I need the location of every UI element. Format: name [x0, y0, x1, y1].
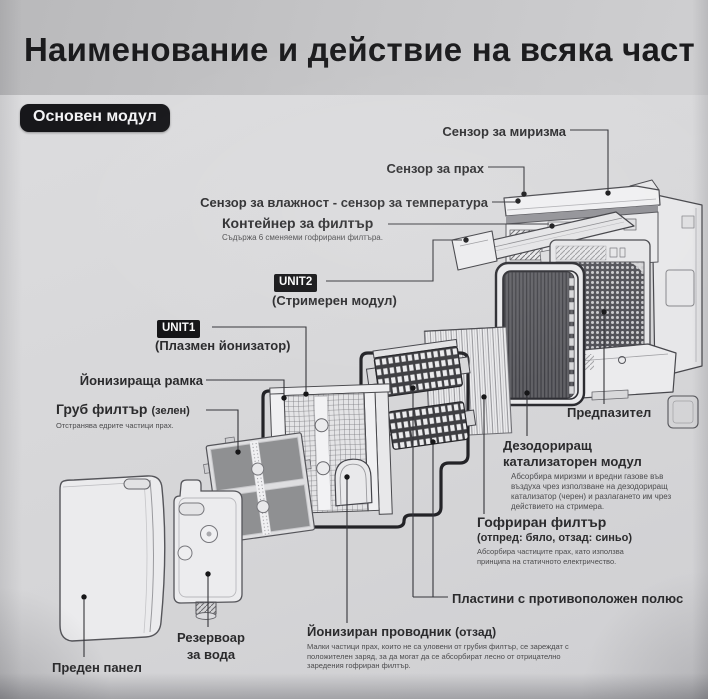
guard-text: Предпазител: [567, 405, 652, 420]
water-tank-drawing: [173, 479, 243, 620]
label-deodorizing-module: Дезодориращ катализаторен модул Абсорбир…: [503, 438, 679, 512]
unit2-caption-text: (Стримерен модул): [272, 293, 397, 308]
front-panel-drawing: [59, 475, 166, 642]
pleated-filter-desc: Абсорбира частиците прах, като използва …: [477, 547, 624, 566]
label-ionizing-frame: Йонизираща рамка: [60, 373, 203, 388]
ionized-conductor-title: Йонизиран проводник: [307, 624, 452, 639]
label-odor-sensor: Сензор за миризма: [380, 124, 566, 139]
guard-and-catalyst-drawing: [494, 261, 586, 407]
label-pleated-filter: Гофриран филтър (отпред: бяло, отзад: си…: [477, 515, 635, 566]
leader-dots: [81, 190, 611, 600]
label-front-panel: Преден панел: [52, 660, 142, 675]
title-band: Наименование и действие на всяка част: [0, 0, 708, 95]
deodorizing-desc: Абсорбира миризми и вредни газове във въ…: [511, 472, 672, 511]
odor-sensor-text: Сензор за миризма: [442, 124, 566, 139]
label-water-tank: Резервоар за вода: [164, 629, 258, 663]
front-panel-text: Преден панел: [52, 660, 142, 675]
humidity-temp-sensor-text: Сензор за влажност - сензор за температу…: [200, 195, 488, 210]
plates-drawing: [365, 338, 477, 450]
ionized-conductor-suffix: (отзад): [455, 625, 497, 639]
label-dust-sensor: Сензор за прах: [330, 161, 485, 176]
leader-lines: [83, 129, 609, 657]
dust-sensor-text: Сензор за прах: [386, 161, 485, 176]
page-title: Наименование и действие на всяка част: [24, 31, 695, 68]
label-unit1: UNIT1: [157, 319, 201, 338]
unit1-caption-text: (Плазмен йонизатор): [155, 338, 291, 353]
ionized-conductor-desc: Малки частици прах, които не са уловени …: [307, 642, 569, 670]
label-coarse-filter: Груб филтър(зелен) Отстранява едрите час…: [56, 402, 226, 431]
label-guard: Предпазител: [567, 405, 651, 420]
label-unit2-caption: (Стримерен модул): [272, 293, 397, 308]
coarse-filter-suffix: (зелен): [151, 405, 190, 417]
pleated-filter-subtitle: (отпред: бяло, отзад: синьо): [477, 532, 633, 544]
ionizing-frame-text: Йонизираща рамка: [79, 373, 203, 388]
label-ionized-conductor: Йонизиран проводник(отзад) Малки частици…: [307, 624, 569, 671]
label-opposite-plates: Пластини с противоположен полюс: [452, 591, 683, 606]
deodorizing-title-line1: Дезодориращ: [503, 438, 592, 453]
filter-container-desc: Съдържа 6 сменяеми гофрирани филтъра.: [222, 233, 383, 242]
label-unit2: UNIT2: [274, 273, 318, 292]
pleated-filter-title: Гофриран филтър: [477, 514, 607, 530]
water-tank-line1: Резервоар: [177, 630, 245, 645]
deodorizing-title-line2: катализаторен модул: [503, 454, 642, 469]
filter-container-title: Контейнер за филтър: [222, 215, 374, 231]
section-badge: Основен модул: [20, 104, 170, 132]
label-filter-container: Контейнер за филтър Съдържа 6 сменяеми г…: [222, 216, 402, 243]
opposite-plates-text: Пластини с противоположен полюс: [452, 591, 684, 606]
unit1-badge: UNIT1: [157, 320, 201, 338]
label-humidity-temp-sensor: Сензор за влажност - сензор за температу…: [120, 195, 488, 210]
coarse-filter-desc: Отстранява едрите частици прах.: [56, 421, 174, 430]
label-unit1-caption: (Плазмен йонизатор): [155, 338, 290, 353]
coarse-filter-title: Груб филтър: [56, 401, 148, 417]
unit2-badge: UNIT2: [274, 274, 318, 292]
water-tank-line2: за вода: [186, 647, 236, 662]
